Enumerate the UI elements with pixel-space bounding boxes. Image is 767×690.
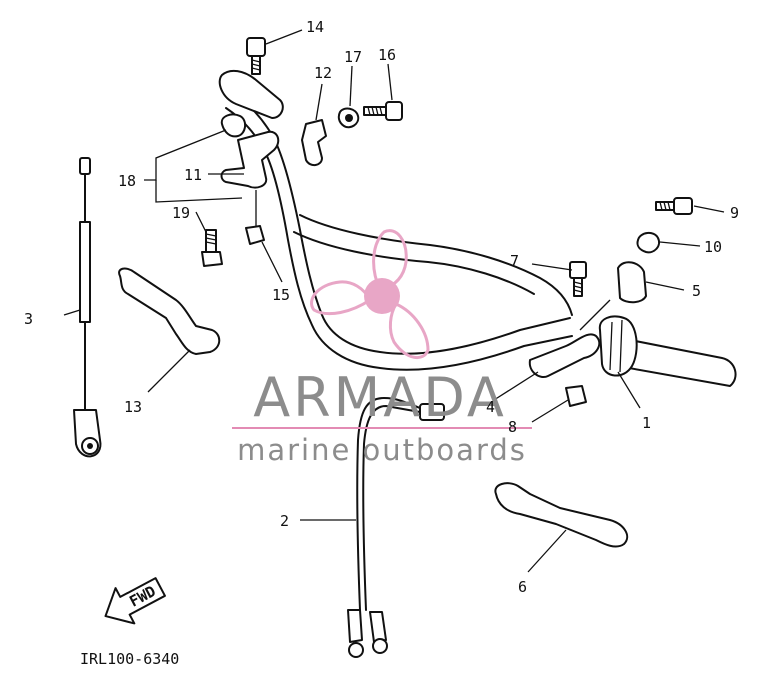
callout-10: 10 [704, 238, 722, 256]
callout-15: 15 [272, 286, 290, 304]
cable-3 [73, 157, 102, 458]
propeller-hub [364, 278, 400, 314]
lever-13 [118, 267, 221, 355]
drawing-code: IRL100-6340 [80, 650, 179, 668]
callout-2: 2 [280, 512, 289, 530]
callout-8: 8 [508, 418, 517, 436]
callout-17: 17 [344, 48, 362, 66]
callout-labels: 1 2 3 4 5 6 7 8 9 10 11 12 13 14 15 16 1… [24, 18, 739, 596]
callout-3: 3 [24, 310, 33, 328]
callout-12: 12 [314, 64, 332, 82]
callout-7: 7 [510, 252, 519, 270]
propeller-blade-right [388, 302, 430, 359]
propeller-logo [310, 229, 430, 359]
callout-5: 5 [692, 282, 701, 300]
watermark: ARMADA marine outboards [232, 229, 532, 467]
callout-18: 18 [118, 172, 136, 190]
callout-13: 13 [124, 398, 142, 416]
callout-4: 4 [486, 398, 495, 416]
right-clamp-assembly [528, 197, 693, 407]
switch-cable-2 [347, 397, 445, 658]
callout-14: 14 [306, 18, 324, 36]
leader-lines [63, 29, 725, 573]
callout-19: 19 [172, 204, 190, 222]
lever-6 [494, 482, 629, 548]
handlebar [218, 69, 737, 387]
propeller-blade-top [372, 229, 408, 292]
callout-1: 1 [642, 414, 651, 432]
brand-tagline: marine outboards [237, 433, 527, 467]
forward-arrow: FWD [104, 577, 166, 625]
brand-name: ARMADA [253, 366, 507, 429]
callout-9: 9 [730, 204, 739, 222]
propeller-blade-left [310, 280, 372, 316]
callout-6: 6 [518, 578, 527, 596]
callout-16: 16 [378, 46, 396, 64]
callout-11: 11 [184, 166, 202, 184]
